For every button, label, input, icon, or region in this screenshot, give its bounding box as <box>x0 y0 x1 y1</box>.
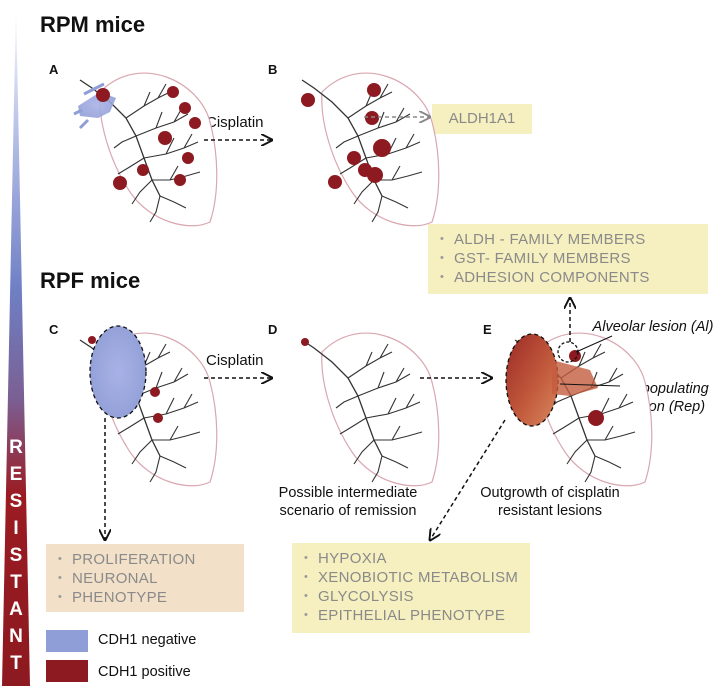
box-item: GST- FAMILY MEMBERS <box>440 249 698 268</box>
rpf-cisplatin-label: Cisplatin <box>206 352 264 369</box>
outgrowth-caption: Outgrowth of cisplatin resistant lesions <box>460 484 640 520</box>
legend-swatch-negative <box>46 630 88 652</box>
panel-d-label: D <box>268 322 278 337</box>
legend-label-positive: CDH1 positive <box>98 664 191 680</box>
box-item-text: PHENOTYPE <box>72 589 168 606</box>
resistant-letter: A <box>9 599 23 620</box>
resistant-letter: S <box>9 491 23 512</box>
remission-caption: Possible intermediate scenario of remiss… <box>258 484 438 520</box>
panel-e-label: E <box>483 322 492 337</box>
resistant-letter: I <box>13 518 19 539</box>
rpf-section-title: RPF mice <box>40 268 141 293</box>
aldh1a1-box: ALDH1A1 <box>432 104 532 134</box>
panel-b-label: B <box>268 62 278 77</box>
remission-caption-line1: Possible intermediate <box>278 485 418 501</box>
panel-d-small-lesion <box>301 338 309 346</box>
legend-label-negative: CDH1 negative <box>98 632 197 648</box>
aldh1a1-label: ALDH1A1 <box>448 110 516 127</box>
alveolar-lesion-label: Alveolar lesion (Al) <box>592 319 714 335</box>
box-item: HYPOXIA <box>304 549 520 568</box>
panel-a-lung-illustration <box>73 72 218 227</box>
panel-d-lung-illustration <box>301 332 440 487</box>
panel-c-cdh1-negative-lesion <box>89 325 147 419</box>
resistant-letter: T <box>10 572 22 593</box>
repopulating-lesion-box: HYPOXIA XENOBIOTIC METABOLISM GLYCOLYSIS… <box>292 543 530 633</box>
cdh1-negative-box: PROLIFERATION NEURONAL PHENOTYPE <box>46 544 244 612</box>
panel-b-lung-illustration <box>301 72 440 227</box>
box-item: ALDH - FAMILY MEMBERS <box>440 230 698 249</box>
panel-a-cdh1-positive-lesions <box>96 86 201 190</box>
rpm-section-title: RPM mice <box>40 12 146 37</box>
panel-e-alveolar-lesion <box>557 341 579 363</box>
rpm-cisplatin-label: Cisplatin <box>206 114 264 131</box>
legend-swatch-positive <box>46 660 88 682</box>
panel-b-cdh1-positive-lesions <box>301 83 391 189</box>
box-item: PROLIFERATION <box>58 550 234 569</box>
panel-c-cdh1-positive-lesions <box>88 336 163 423</box>
box-item: PHENOTYPE <box>58 588 234 607</box>
resistance-gradient-bar <box>2 4 30 686</box>
box-item: GLYCOLYSIS <box>304 587 520 606</box>
resistant-letter: T <box>10 653 22 674</box>
alveolar-lesion-box: ALDH - FAMILY MEMBERS GST- FAMILY MEMBER… <box>428 224 708 294</box>
panel-c-label: C <box>49 322 59 337</box>
resistant-label: R E S I S T A N T <box>4 434 28 677</box>
box-item: NEURONAL <box>58 569 234 588</box>
panel-a-label: A <box>49 62 59 77</box>
resistant-letter: E <box>9 464 23 485</box>
box-item: XENOBIOTIC METABOLISM <box>304 568 520 587</box>
box-item: ADHESION COMPONENTS <box>440 268 698 287</box>
outgrowth-caption-line1: Outgrowth of cisplatin <box>480 485 620 501</box>
box-item: EPITHELIAL PHENOTYPE <box>304 606 520 625</box>
resistant-letter: N <box>9 626 23 647</box>
resistant-letter: S <box>9 545 23 566</box>
remission-caption-line2: scenario of remission <box>279 503 417 519</box>
outgrowth-caption-line2: resistant lesions <box>498 503 602 519</box>
resistant-letter: R <box>9 437 23 458</box>
panel-e-repopulating-lesion <box>505 333 559 427</box>
